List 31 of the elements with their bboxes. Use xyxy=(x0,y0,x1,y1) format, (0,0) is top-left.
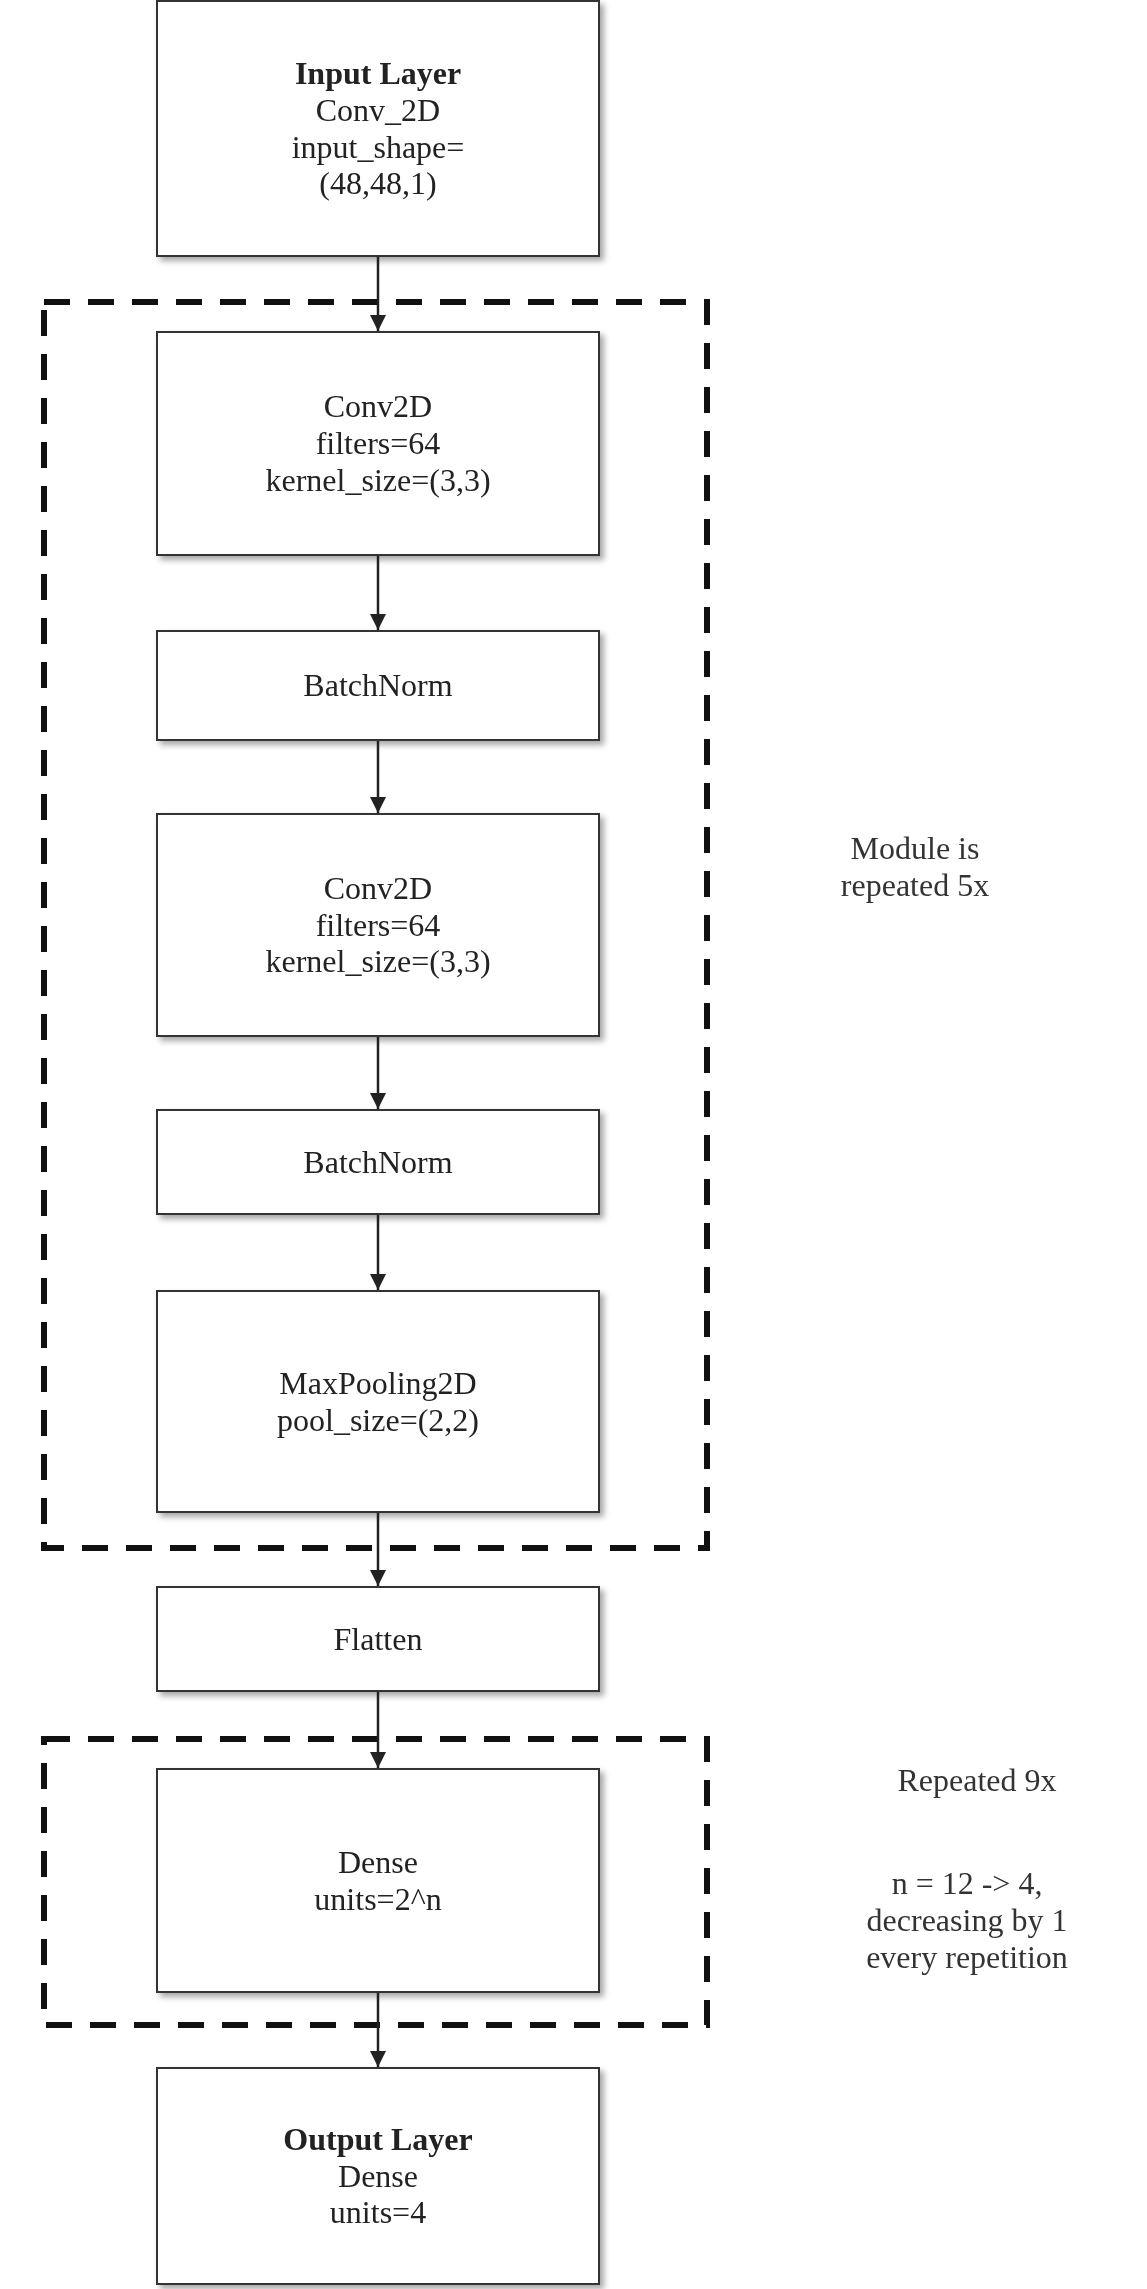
layer-parameters: MaxPooling2D pool_size=(2,2) xyxy=(277,1364,479,1439)
layer-box xyxy=(156,813,600,1037)
layer-box xyxy=(156,331,600,556)
layer-box xyxy=(156,2067,600,2285)
arrow xyxy=(370,1513,386,1586)
layer-parameters: Conv2D filters=64 kernel_size=(3,3) xyxy=(265,388,491,499)
layer-parameters: BatchNorm xyxy=(303,1143,453,1181)
layer-parameters: Flatten xyxy=(333,1620,423,1658)
arrow xyxy=(370,1037,386,1109)
annotation-text: Repeated 9x xyxy=(896,1762,1058,1799)
annotation-text: n = 12 -> 4, decreasing by 1 every repetition xyxy=(865,1865,1069,1976)
arrow xyxy=(370,741,386,813)
layer-parameters: Dense units=2^n xyxy=(314,1843,442,1918)
arrow xyxy=(370,1692,386,1768)
layer-parameters: Conv_2D input_shape= (48,48,1) xyxy=(291,91,465,203)
arrow xyxy=(370,556,386,630)
layer-box xyxy=(156,1586,600,1692)
annotation-text: Module is repeated 5x xyxy=(839,830,991,904)
layer-title: Output Layer xyxy=(283,2120,473,2158)
layer-box xyxy=(156,1109,600,1215)
layer-box xyxy=(156,1768,600,1993)
layer-box xyxy=(156,0,600,257)
arrow xyxy=(370,1993,386,2067)
arrow xyxy=(370,257,386,331)
layer-box xyxy=(156,1290,600,1513)
layer-title: Input Layer xyxy=(294,54,462,92)
layer-parameters: BatchNorm xyxy=(303,667,453,704)
layer-parameters: Conv2D filters=64 kernel_size=(3,3) xyxy=(265,869,491,981)
layer-box xyxy=(156,630,600,741)
arrow xyxy=(370,1215,386,1290)
layer-parameters: Dense units=4 xyxy=(329,2157,427,2232)
